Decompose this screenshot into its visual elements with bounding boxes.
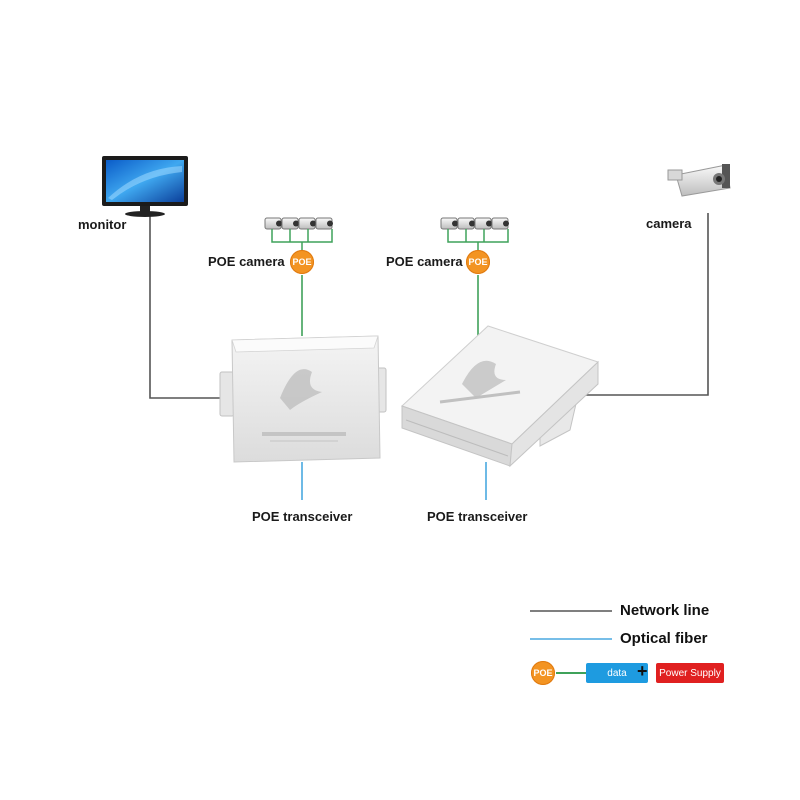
poe-camera-group-right bbox=[440, 217, 509, 252]
poe-transceiver-label-right: POE transceiver bbox=[427, 509, 528, 524]
network-line-camera bbox=[578, 213, 709, 396]
legend-plus-sign: + bbox=[637, 661, 648, 681]
camera-label: camera bbox=[646, 216, 692, 231]
poe-camera-group-left bbox=[264, 217, 333, 252]
poe-camera-label-right: POE camera bbox=[386, 254, 463, 269]
monitor-icon bbox=[102, 156, 188, 217]
network-line-monitor bbox=[149, 213, 232, 399]
poe-badge-right: POE bbox=[466, 250, 490, 274]
poe-camera-label-left: POE camera bbox=[208, 254, 285, 269]
poe-badge-left: POE bbox=[290, 250, 314, 274]
bullet-camera-icon bbox=[667, 164, 731, 197]
legend-poe-badge: POE bbox=[531, 661, 555, 685]
legend-network-line-label: Network line bbox=[620, 602, 710, 619]
legend-data-chip: data bbox=[586, 663, 648, 683]
legend-power-supply-chip: Power Supply bbox=[656, 663, 724, 683]
poe-transceiver-label-left: POE transceiver bbox=[252, 509, 353, 524]
monitor-label: monitor bbox=[78, 217, 127, 232]
legend-optical-fiber-label: Optical fiber bbox=[620, 630, 708, 647]
poe-transceiver-right-device bbox=[401, 325, 599, 468]
poe-transceiver-left-device bbox=[219, 335, 387, 463]
